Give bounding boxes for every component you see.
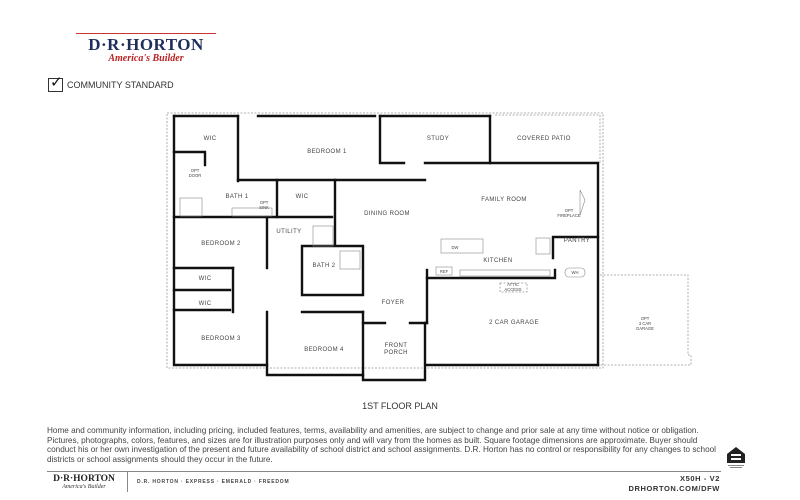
room-label-family-room: FAMILY ROOM [481, 197, 527, 203]
fixtures [179, 189, 586, 278]
footer-logo-wordmark: D·R·HORTON [53, 474, 115, 484]
room-label-wic-2: WIC [296, 194, 309, 200]
label-refrigerator: REF [440, 269, 449, 274]
website-link[interactable]: DRHORTON.COM/DFW [628, 483, 720, 493]
label-opt-door-2: DOOR [189, 173, 202, 178]
room-label-bedroom-2: BEDROOM 2 [201, 241, 241, 247]
plan-title: 1ST FLOOR PLAN [362, 401, 438, 411]
walls [172, 114, 600, 382]
equal-housing-opportunity-icon [727, 447, 745, 468]
plan-code: X50H - V2 [680, 474, 720, 483]
label-opt-fireplace-2: FIREPLACE [557, 213, 580, 218]
label-opt-garage-2: 3 CAR [639, 321, 651, 326]
room-labels: WIC BEDROOM 1 STUDY COVERED PATIO OPT DO… [189, 136, 654, 356]
label-opt-garage-1: OPT [641, 316, 650, 321]
label-attic-access-1: ATTIC [507, 282, 519, 287]
label-opt-sink-1: OPT [260, 200, 269, 205]
label-water-heater: WH [572, 270, 579, 275]
checkmark-box-icon: ✓ [48, 74, 63, 92]
room-label-kitchen: KITCHEN [483, 258, 512, 264]
community-standard: ✓ COMMUNITY STANDARD [48, 74, 174, 92]
room-label-dining-room: DINING ROOM [364, 211, 410, 217]
room-label-utility: UTILITY [276, 229, 301, 235]
label-opt-door-1: OPT [191, 168, 200, 173]
room-label-wic-4: WIC [199, 301, 212, 307]
footer-brands: D.R. HORTON · EXPRESS · EMERALD · FREEDO… [137, 479, 290, 485]
footer-logo: D·R·HORTON America's Builder [47, 474, 121, 490]
logo-wordmark: D·R·HORTON [76, 33, 216, 53]
logo-tagline: America's Builder [108, 53, 184, 64]
room-label-bedroom-4: BEDROOM 4 [304, 347, 344, 353]
label-dishwasher: DW [452, 245, 459, 250]
room-label-front-porch-1: FRONT [385, 343, 408, 349]
room-label-bath-2: BATH 2 [313, 263, 336, 269]
room-label-study: STUDY [427, 136, 449, 142]
room-label-wic-3: WIC [199, 276, 212, 282]
room-label-bedroom-3: BEDROOM 3 [201, 336, 241, 342]
room-label-pantry: PANTRY [564, 238, 590, 244]
dr-horton-logo: D·R·HORTON America's Builder [76, 33, 216, 64]
disclaimer-text: Home and community information, includin… [47, 426, 717, 464]
floor-plan: WIC BEDROOM 1 STUDY COVERED PATIO OPT DO… [166, 112, 692, 382]
label-opt-sink-2: SINK [259, 205, 269, 210]
room-label-front-porch-2: PORCH [384, 350, 408, 356]
footer-divider [47, 471, 721, 472]
room-label-wic: WIC [204, 136, 217, 142]
label-opt-fireplace-1: OPT [565, 208, 574, 213]
footer-vertical-divider [127, 472, 128, 492]
room-label-covered-patio: COVERED PATIO [517, 136, 571, 142]
room-label-bedroom-1: BEDROOM 1 [307, 149, 347, 155]
room-label-bath-1: BATH 1 [226, 194, 249, 200]
room-label-foyer: FOYER [382, 300, 405, 306]
label-opt-garage-3: GARAGE [636, 326, 654, 331]
community-standard-label: COMMUNITY STANDARD [67, 80, 174, 90]
room-label-2-car-garage: 2 CAR GARAGE [489, 320, 539, 326]
dashed-outlines [166, 112, 692, 369]
label-attic-access-2: ACCESS [504, 287, 521, 292]
footer-logo-tagline: America's Builder [62, 484, 106, 490]
footer-right: X50H - V2 DRHORTON.COM/DFW [628, 474, 720, 493]
